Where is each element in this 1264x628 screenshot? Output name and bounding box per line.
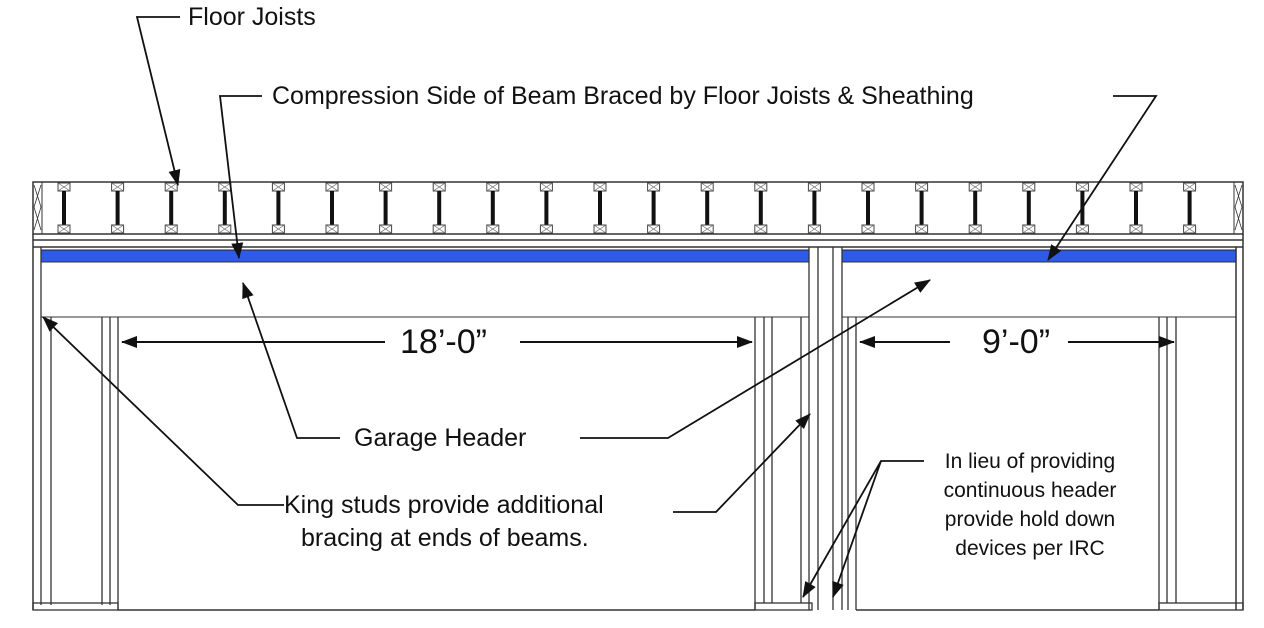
label-floor-joists: Floor Joists (188, 3, 316, 31)
label-hold-down-line1: In lieu of providing (944, 450, 1116, 473)
floor-joist (539, 182, 553, 234)
leader-king-studs-right (673, 413, 811, 513)
label-compression-side: Compression Side of Beam Braced by Floor… (272, 82, 974, 110)
middle-left-studs (754, 317, 813, 611)
left-header-beam (40, 249, 810, 318)
leader-king-studs-left (42, 316, 284, 506)
middle-right-studs (847, 317, 857, 610)
floor-joist (111, 182, 125, 234)
floor-joist (807, 182, 821, 234)
label-king-studs-line1: King studs provide additional (284, 491, 604, 519)
leader-garage-header-left (242, 282, 340, 439)
leader-compression-right (1047, 95, 1158, 261)
leader-floor-joists (135, 16, 181, 186)
dimension-right-span: 9’-0” (982, 323, 1051, 361)
floor-joist (271, 182, 285, 234)
floor-joist-band (32, 181, 1244, 235)
floor-joist (1022, 182, 1036, 234)
floor-joist (647, 182, 661, 234)
floor-joist (700, 182, 714, 234)
floor-joist (379, 182, 393, 234)
floor-joist (486, 182, 500, 234)
leader-hold-down-1 (802, 460, 924, 598)
leader-compression-left (218, 95, 262, 259)
floor-joist (432, 182, 446, 234)
center-post (808, 247, 843, 610)
label-hold-down-line3: provide hold down (944, 508, 1116, 531)
floor-joist (1183, 182, 1197, 234)
floor-joist (1129, 182, 1143, 234)
leader-hold-down-2 (832, 460, 882, 598)
floor-joist (754, 182, 768, 234)
floor-joist (325, 182, 339, 234)
floor-joist (861, 182, 875, 234)
label-king-studs-line2: bracing at ends of beams. (301, 524, 589, 552)
label-hold-down-line2: continuous header (943, 479, 1117, 502)
right-king-studs (1158, 317, 1244, 611)
floor-joist (218, 182, 232, 234)
label-garage-header: Garage Header (354, 424, 527, 452)
floor-joists (57, 182, 1197, 234)
floor-joist (915, 182, 929, 234)
label-hold-down-line4: devices per IRC (955, 537, 1105, 560)
floor-joist (593, 182, 607, 234)
label-hold-down: In lieu of providing continuous header p… (920, 447, 1140, 563)
dimension-left-span: 18’-0” (400, 323, 487, 361)
left-king-studs (32, 247, 119, 611)
floor-joist (57, 182, 71, 234)
floor-joist (164, 182, 178, 234)
right-header-beam (841, 249, 1237, 318)
leader-garage-header-right (580, 279, 931, 439)
floor-joist (968, 182, 982, 234)
